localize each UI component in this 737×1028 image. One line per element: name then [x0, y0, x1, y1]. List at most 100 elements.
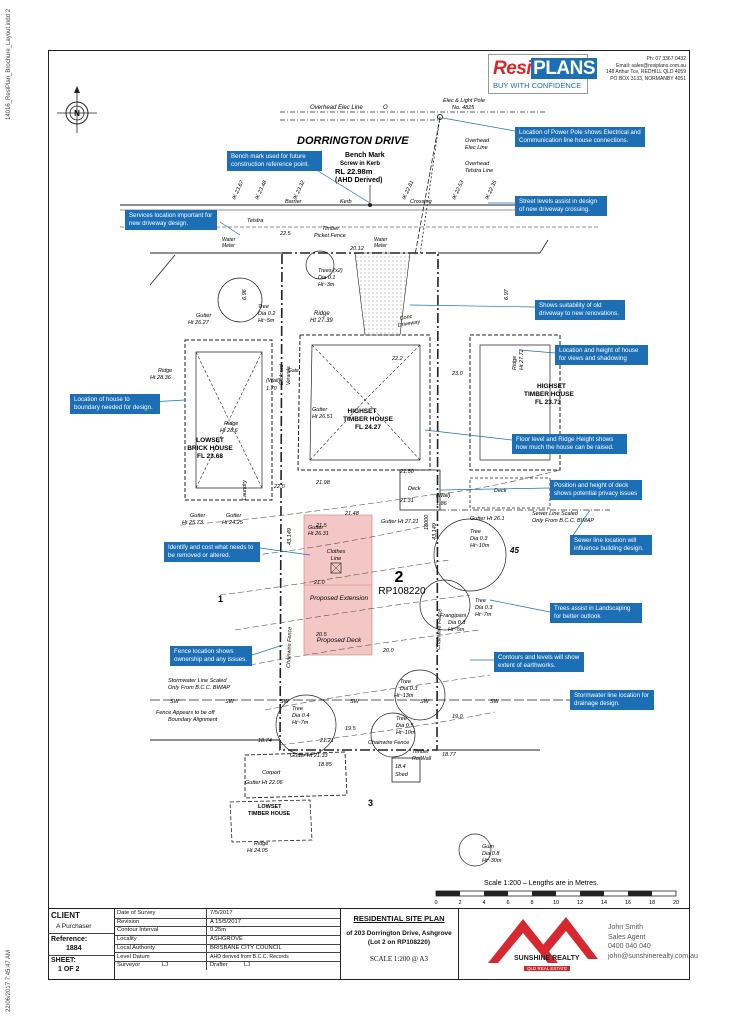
- sheet-label: SHEET:: [51, 957, 76, 964]
- callout-fence: Fence location shows ownership and any i…: [170, 646, 252, 666]
- dim-left: 6.96: [242, 288, 248, 300]
- callout-contours: Contours and levels will show extent of …: [494, 652, 584, 672]
- dim-1800: 18000: [424, 514, 430, 530]
- dim-right: 6.97: [504, 288, 510, 300]
- scale-tick-label: 18: [649, 900, 655, 906]
- spot-level: 18.85: [318, 762, 333, 768]
- callout-old-driveway: Shows suitability of old driveway to new…: [535, 300, 625, 320]
- right-house-2: TIMBER HOUSE: [524, 391, 575, 398]
- scale-tick-label: 6: [506, 900, 509, 906]
- scale-tick-label: 8: [530, 900, 533, 906]
- kerb-level: IK 22.81: [401, 180, 415, 201]
- spot-level: 23.0: [451, 371, 464, 377]
- spot-level: 20.0: [382, 648, 395, 654]
- spot-level: 20.5: [315, 632, 328, 638]
- agent-name: John Smith: [608, 924, 644, 931]
- gutter-bl1-1: Gutter: [190, 513, 206, 519]
- scale-bar-segments: [436, 891, 652, 896]
- client-label: CLIENT: [51, 911, 80, 920]
- contact-line: Email: sales@resiplans.com.au: [616, 62, 686, 69]
- reference-value: 1884: [66, 945, 82, 952]
- tree-b2-3: Ht~10m: [396, 730, 416, 736]
- logo-roof-right: [538, 917, 598, 959]
- chainwire-right-label: Chainwire Fence: [436, 609, 443, 650]
- spot-level: 21.98: [315, 480, 331, 486]
- contact-line: 148 Arthur Tce, REDHILL QLD 4059: [605, 69, 686, 76]
- gutter-main-1: Gutter: [312, 407, 328, 413]
- ridge-bottom-1: Ridge: [254, 841, 268, 847]
- callout-house-views: Location and height of house for views a…: [555, 345, 648, 365]
- wall-right-1: (Wall): [436, 493, 450, 499]
- tree-b1-1: Tree: [400, 679, 411, 685]
- driveway-label-1: Conc: [399, 314, 413, 322]
- spot-level: 21.31: [399, 498, 414, 504]
- callout-floor-level: Floor level and Ridge Height shows how m…: [512, 434, 627, 454]
- ridge-left-b-2: Ht 28.6: [220, 428, 239, 434]
- wall-left-1: (Wall): [266, 378, 280, 384]
- callout-street-levels: Street levels assist in design of new dr…: [515, 196, 607, 216]
- callout-stormwater: Stormwater line location for drainage de…: [570, 690, 654, 710]
- tree-frangi-3: Ht~7m: [475, 612, 492, 618]
- deck-right-label: Deck: [494, 488, 507, 494]
- water-meter-right-1: Water: [374, 237, 388, 243]
- elec-pole-label: Elec & Light Pole: [443, 98, 485, 104]
- frangipani-3: Ht~5m: [448, 627, 465, 633]
- scale-tick-label: 14: [601, 900, 607, 906]
- corner-right: 18.77: [442, 752, 457, 758]
- plan-title-panel: RESIDENTIAL SITE PLAN of 203 Dorrington …: [340, 909, 459, 979]
- scale-tick-label: 4: [482, 900, 485, 906]
- tree-right-3: Ht~10m: [470, 543, 490, 549]
- spot-level: 21.21: [319, 738, 334, 744]
- kerb-level: IK 23.67: [231, 179, 245, 201]
- retwall-1: Timber: [412, 749, 430, 755]
- lot-3-label: 3: [368, 798, 373, 808]
- gutter-bottom: Gutter Ht 21.33: [290, 753, 329, 759]
- scale-tick-label: 16: [625, 900, 631, 906]
- stormwater-2: Only From B.C.C. BIMAP: [168, 685, 230, 691]
- spot-level: 21.48: [344, 511, 360, 517]
- compass-letter: N: [74, 109, 80, 118]
- spot-level: 22.5: [279, 231, 292, 237]
- ridge-right-2: Ht 27.72: [519, 349, 525, 370]
- ridge-main-2: Ht 27.39: [310, 318, 333, 324]
- spot-level: 19.5: [345, 726, 357, 732]
- tree-left-top-3: Ht~5m: [258, 318, 275, 324]
- tree-b1-3: Ht~13m: [394, 693, 414, 699]
- contact-details: Ph: 07 3367 0432 Email: sales@resiplans.…: [592, 56, 686, 82]
- gutter-bl1-2: Ht 25.73: [182, 520, 204, 526]
- trees-x2-1: Trees (x2): [318, 268, 343, 274]
- tree-b1-2: Dia 0.3: [400, 686, 418, 692]
- ridge-right-1: Ridge: [512, 356, 518, 370]
- callout-services: Services location important for new driv…: [125, 210, 217, 230]
- gutter-main-2: Ht 26.51: [312, 414, 333, 420]
- corport-label: Corport: [262, 770, 281, 776]
- client-panel: CLIENT A Purchaser Reference: 1884 SHEET…: [48, 909, 115, 979]
- plan-scale: SCALE 1:200 @ A3: [370, 955, 428, 963]
- contact-line: Ph: 07 3367 0432: [646, 56, 686, 62]
- trees-x2-2: Dia 0.1: [318, 275, 335, 281]
- gutter-bl2-1: Gutter: [226, 513, 242, 519]
- tree-b2-1: Tree: [396, 716, 407, 722]
- callout-bench-mark: Bench mark used for future construction …: [227, 151, 322, 171]
- agency-tagline: QLD REAL ESTATE: [524, 966, 571, 971]
- kerb-level: IK 22.53: [451, 179, 465, 201]
- lot-2-label: 2: [395, 569, 404, 586]
- frangipani-2: Dia 0.3: [448, 620, 466, 626]
- kerb-level: IK 23.32: [292, 180, 306, 201]
- dim-len-left: 43.149: [287, 528, 293, 545]
- callout-trees: Trees assist in Landscaping for better o…: [550, 603, 642, 623]
- brick-house-2: BRICK HOUSE: [187, 445, 233, 452]
- ridge-bottom-2: Ht 24.05: [247, 848, 269, 854]
- bench-mark-4: (AHD Derived): [335, 177, 382, 184]
- water-meter-left-1: Water: [222, 237, 236, 243]
- scale-segment: [628, 891, 652, 896]
- sw-marker: SW: [490, 699, 500, 705]
- shed-label: Shed: [395, 772, 409, 778]
- clothes-line-1: Clothes: [327, 549, 346, 555]
- agency-name: SUNSHINE REALTY: [514, 955, 580, 962]
- plan-title: RESIDENTIAL SITE PLAN: [353, 914, 445, 923]
